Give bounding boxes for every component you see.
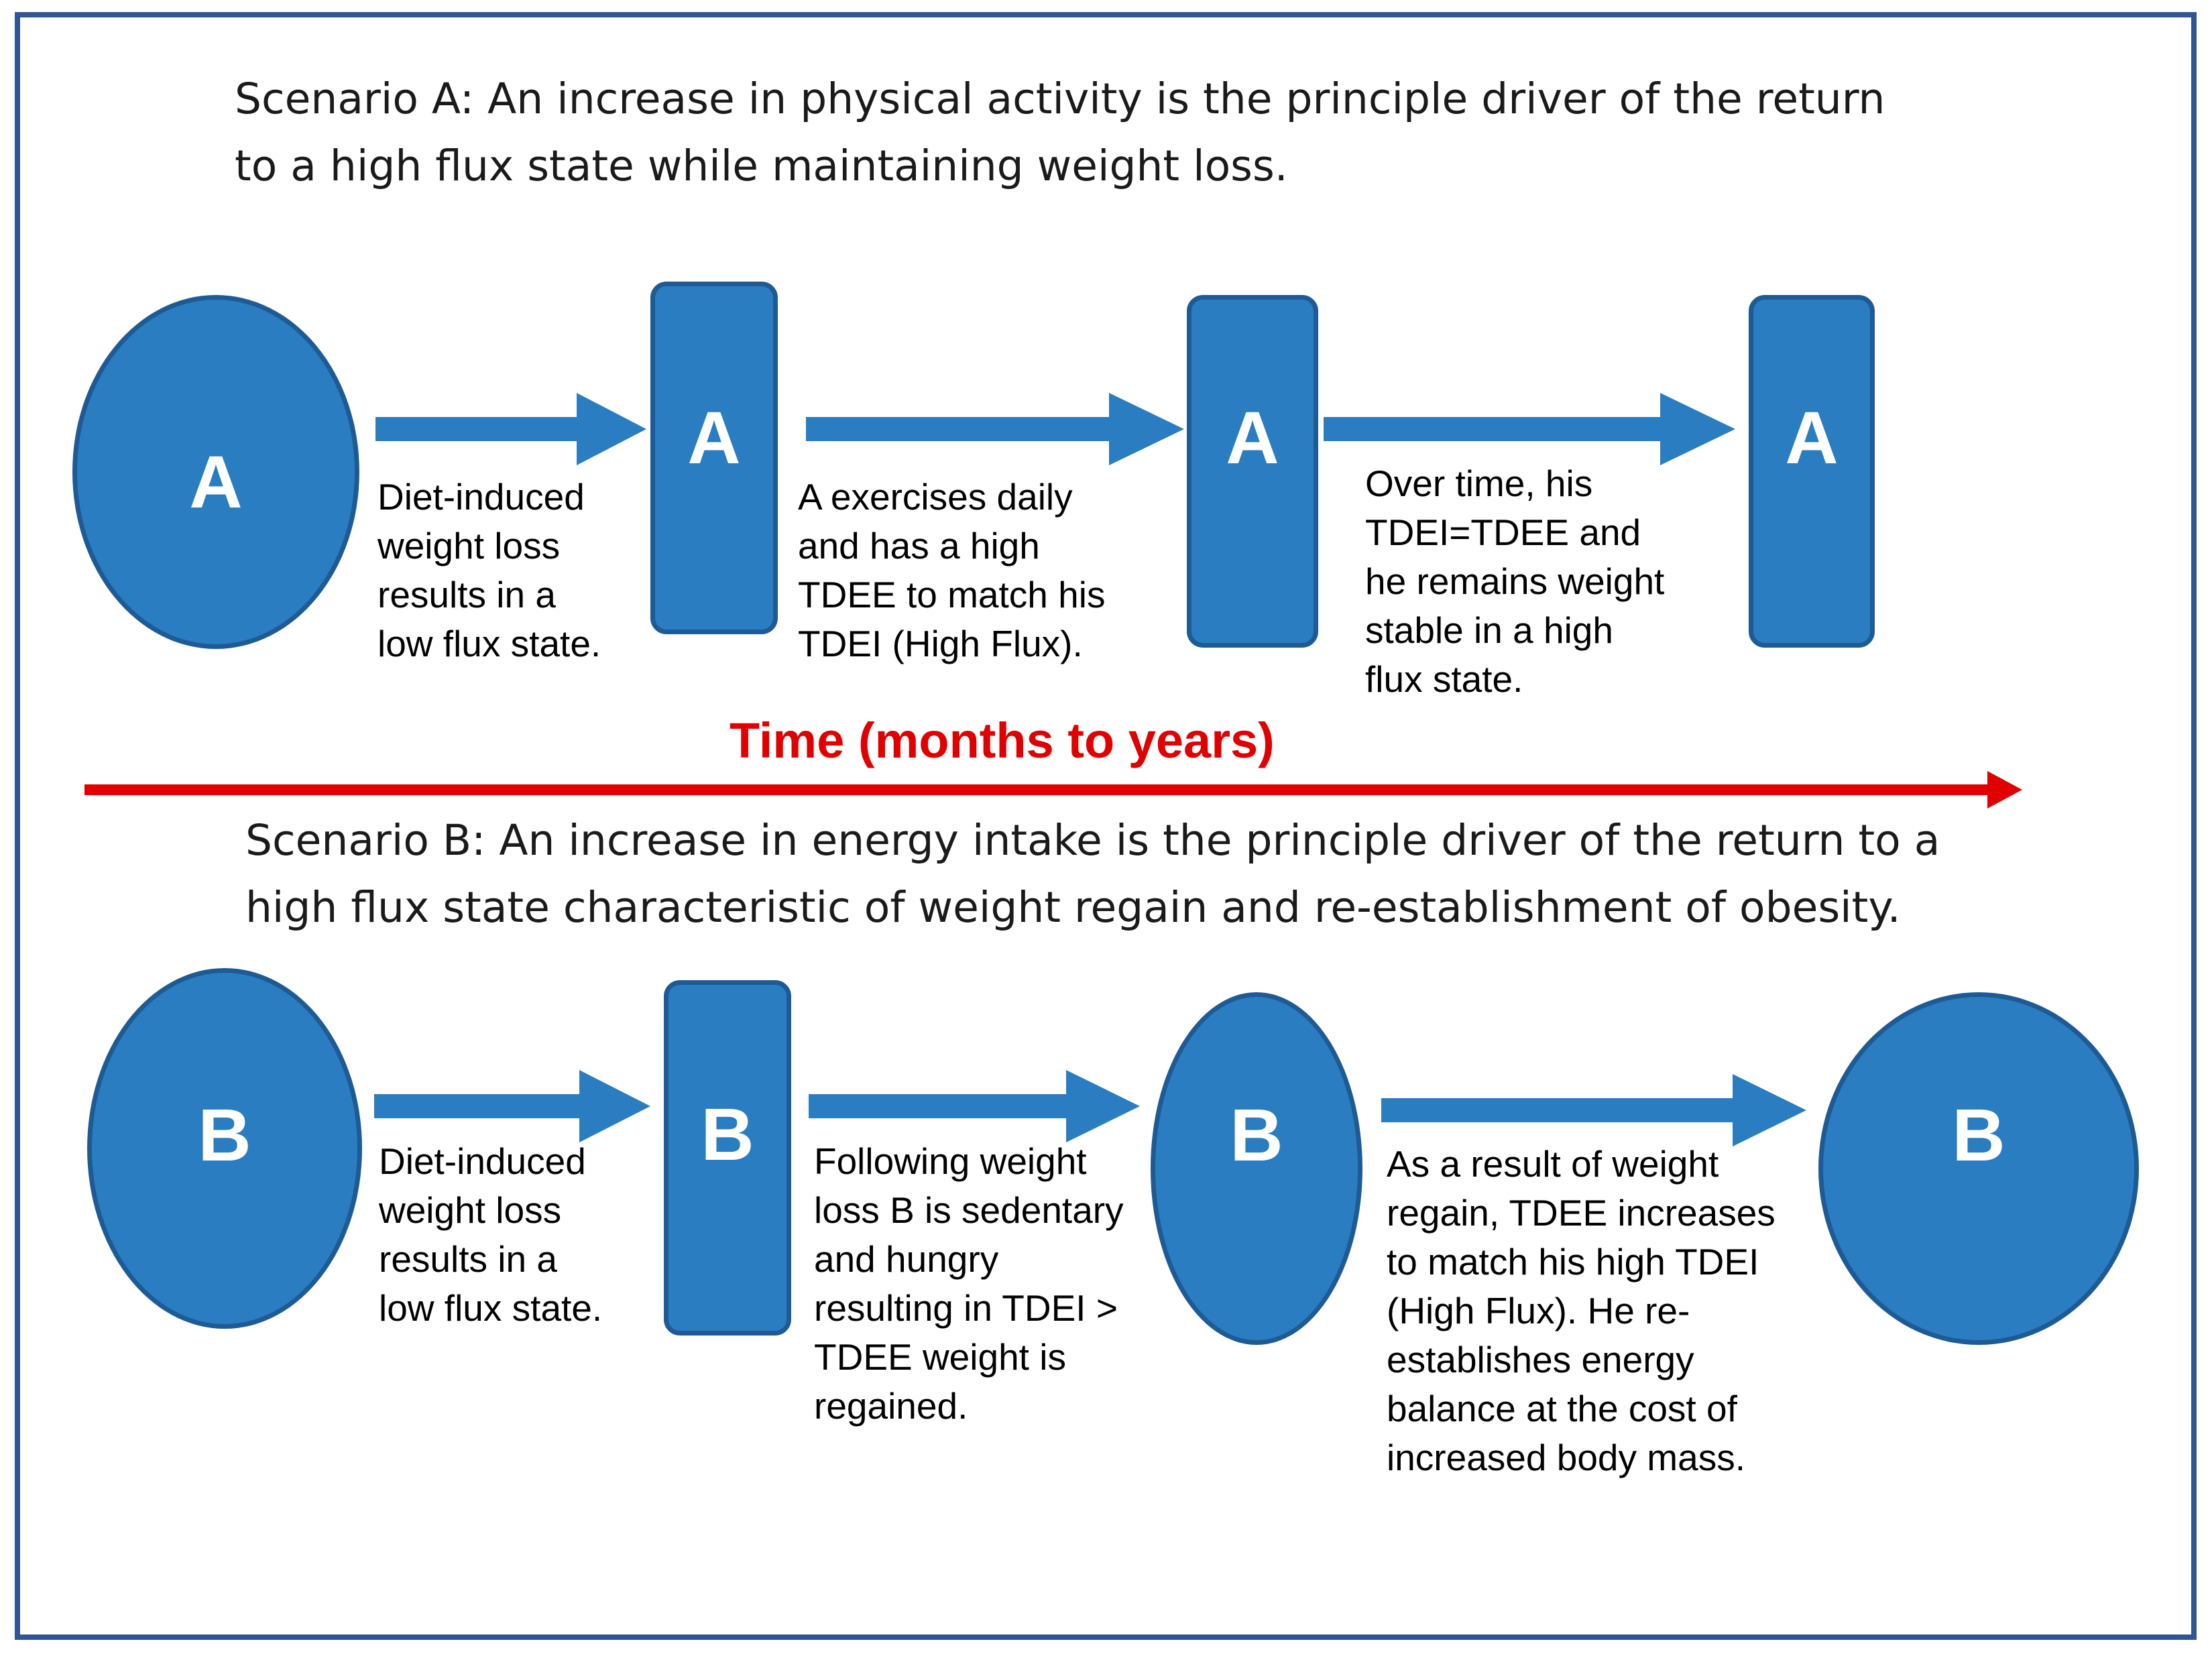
caption-line: regain, TDEE increases <box>1387 1192 1776 1234</box>
scenario-a-arrow-3 <box>1324 393 1735 465</box>
caption-line: results in a <box>379 1238 557 1280</box>
scenario-a-heading-line-2: to a high flux state while maintaining w… <box>235 141 1288 190</box>
diagram-frame <box>15 12 2197 1640</box>
caption-line: A exercises daily <box>798 476 1073 518</box>
scenario-a-caption-1: Diet-induced weight loss results in a lo… <box>377 473 601 668</box>
caption-line: Diet-induced <box>379 1140 586 1182</box>
caption-line: low flux state. <box>377 623 601 664</box>
scenario-b-caption-2: Following weight loss B is sedentary and… <box>814 1137 1124 1431</box>
scenario-a-node-3: A <box>1187 295 1318 648</box>
scenario-b-caption-1: Diet-induced weight loss results in a lo… <box>379 1137 602 1333</box>
scenario-b-node-3: B <box>1151 992 1362 1345</box>
timeline-label: Time (months to years) <box>730 713 1275 768</box>
caption-line: TDEI=TDEE and <box>1365 512 1641 553</box>
caption-line: TDEE weight is <box>814 1336 1066 1378</box>
caption-line: (High Flux). He re- <box>1387 1290 1690 1331</box>
caption-line: TDEI (High Flux). <box>798 623 1083 664</box>
scenario-a-node-1: A <box>72 295 359 649</box>
caption-line: and has a high <box>798 525 1040 567</box>
caption-line: to match his high TDEI <box>1387 1241 1759 1283</box>
scenario-b-heading-line-2: high flux state characteristic of weight… <box>245 883 1901 932</box>
caption-line: low flux state. <box>379 1287 603 1329</box>
caption-line: Over time, his <box>1365 463 1593 504</box>
scenario-b-node-2: B <box>664 980 791 1335</box>
caption-line: increased body mass. <box>1387 1437 1745 1478</box>
scenario-b-arrow-1 <box>374 1070 650 1142</box>
scenario-b-node-4: B <box>1818 992 2139 1345</box>
scenario-b-caption-3: As a result of weight regain, TDEE incre… <box>1387 1140 1776 1482</box>
caption-line: Diet-induced <box>377 476 585 518</box>
scenario-a-heading-line-1: Scenario A: An increase in physical acti… <box>235 74 1885 123</box>
caption-line: flux state. <box>1365 658 1523 700</box>
scenario-b-heading: Scenario B: An increase in energy intake… <box>245 807 1940 941</box>
caption-line: As a result of weight <box>1387 1143 1719 1185</box>
caption-line: results in a <box>377 574 556 615</box>
scenario-a-caption-3: Over time, his TDEI=TDEE and he remains … <box>1365 459 1664 704</box>
scenario-a-node-4: A <box>1749 295 1875 648</box>
scenario-a-node-2: A <box>650 282 778 634</box>
scenario-a-arrow-2 <box>806 393 1184 465</box>
caption-line: stable in a high <box>1365 609 1613 651</box>
caption-line: establishes energy <box>1387 1339 1694 1380</box>
caption-line: balance at the cost of <box>1387 1388 1737 1429</box>
caption-line: TDEE to match his <box>798 574 1106 615</box>
caption-line: and hungry <box>814 1238 999 1280</box>
caption-line: weight loss <box>377 525 561 567</box>
scenario-a-heading: Scenario A: An increase in physical acti… <box>235 66 1885 200</box>
caption-line: weight loss <box>379 1189 562 1231</box>
caption-line: loss B is sedentary <box>814 1189 1124 1231</box>
timeline-arrow <box>84 771 2022 809</box>
scenario-a-arrow-1 <box>375 393 646 465</box>
scenario-b-arrow-2 <box>809 1070 1140 1142</box>
caption-line: resulting in TDEI > <box>814 1287 1118 1329</box>
scenario-b-node-1: B <box>87 968 362 1329</box>
caption-line: he remains weight <box>1365 560 1665 602</box>
caption-line: Following weight <box>814 1140 1087 1182</box>
scenario-b-arrow-3 <box>1381 1074 1806 1146</box>
scenario-b-heading-line-1: Scenario B: An increase in energy intake… <box>245 816 1940 865</box>
scenario-a-caption-2: A exercises daily and has a high TDEE to… <box>798 473 1105 668</box>
caption-line: regained. <box>814 1385 968 1427</box>
